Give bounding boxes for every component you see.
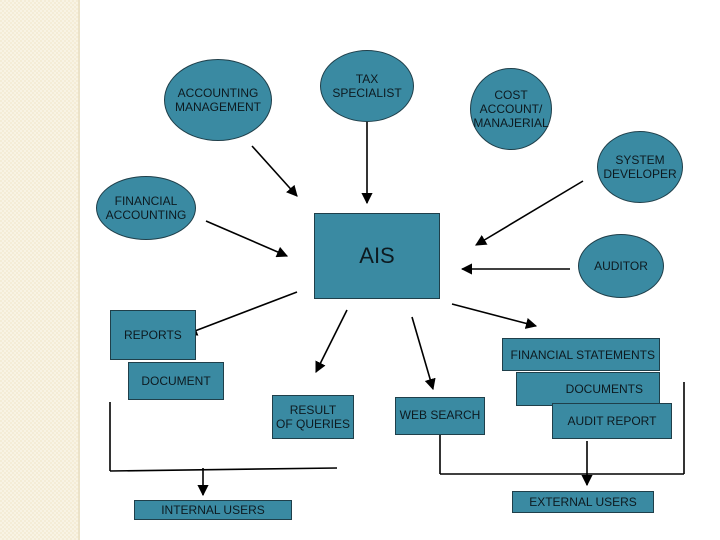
- node-label: DOCUMENT: [141, 374, 211, 388]
- node-documents: DOCUMENTS: [516, 372, 660, 406]
- node-financial-statements: FINANCIAL STATEMENTS: [502, 338, 660, 371]
- sidebar-divider: [78, 0, 80, 540]
- node-label: WEB SEARCH: [399, 408, 481, 422]
- arrow-ais-to-financial-statements: [451, 303, 538, 329]
- node-internal-users: INTERNAL USERS: [134, 500, 292, 520]
- node-reports: REPORTS: [110, 310, 196, 360]
- node-auditor: AUDITOR: [578, 234, 664, 298]
- node-label: SYSTEM DEVELOPER: [603, 153, 677, 181]
- node-tax-specialist: TAX SPECIALIST: [320, 50, 414, 122]
- node-label: DOCUMENTS: [565, 382, 643, 396]
- node-label: COST ACCOUNT/ MANAJERIAL: [473, 88, 549, 130]
- arrow-financial-accounting-to-ais: [205, 220, 289, 258]
- node-label: AIS: [359, 243, 395, 268]
- node-accounting-management: ACCOUNTING MANAGEMENT: [164, 59, 272, 141]
- node-label: ACCOUNTING MANAGEMENT: [174, 86, 261, 114]
- node-label: FINANCIAL STATEMENTS: [510, 347, 655, 362]
- node-ais: AIS: [314, 213, 440, 299]
- decorative-sidebar: [0, 0, 78, 540]
- arrow-ais-to-web-search: [411, 316, 436, 391]
- node-cost-account: COST ACCOUNT/ MANAJERIAL: [470, 68, 552, 150]
- node-label: FINANCIAL ACCOUNTING: [105, 194, 187, 222]
- node-label: RESULT OF QUERIES: [275, 403, 350, 431]
- node-financial-accounting: FINANCIAL ACCOUNTING: [96, 176, 196, 240]
- node-document: DOCUMENT: [128, 362, 224, 400]
- arrow-ais-to-reports: [185, 291, 298, 336]
- arrow-accounting-management-to-ais: [251, 145, 298, 197]
- node-web-search: WEB SEARCH: [395, 397, 485, 435]
- node-audit-report: AUDIT REPORT: [552, 403, 672, 439]
- node-label: TAX SPECIALIST: [332, 72, 402, 100]
- node-label: AUDIT REPORT: [567, 414, 657, 428]
- node-label: REPORTS: [124, 328, 182, 342]
- node-system-developer: SYSTEM DEVELOPER: [597, 131, 683, 203]
- arrow-ais-to-result-of-queries: [315, 309, 348, 374]
- node-external-users: EXTERNAL USERS: [512, 491, 654, 513]
- arrow-system-developer-to-ais: [475, 180, 584, 246]
- node-result-of-queries: RESULT OF QUERIES: [272, 395, 354, 439]
- node-label: EXTERNAL USERS: [529, 495, 637, 509]
- bracket-internal-bottom: [109, 467, 338, 472]
- node-label: INTERNAL USERS: [161, 503, 265, 517]
- node-label: AUDITOR: [594, 259, 648, 273]
